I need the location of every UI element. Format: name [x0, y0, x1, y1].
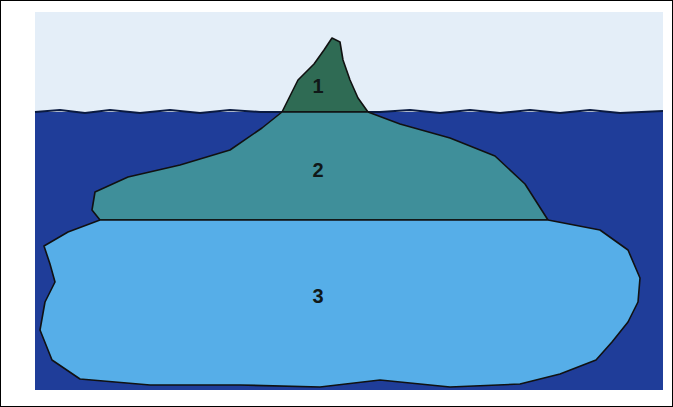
- region-outline: [282, 38, 368, 112]
- iceberg-region: 2: [92, 112, 548, 220]
- callout-number: 2: [312, 160, 323, 180]
- iceberg-region: 1: [282, 38, 368, 112]
- region-outline: [40, 220, 640, 387]
- iceberg-region: 3: [40, 220, 640, 387]
- callout-number: 1: [312, 76, 323, 96]
- water: [35, 112, 663, 390]
- region-shape: [92, 112, 548, 220]
- callout-number: 3: [312, 286, 323, 306]
- sky: [35, 12, 663, 112]
- region-shape: [40, 220, 640, 387]
- region-shape: [282, 38, 368, 112]
